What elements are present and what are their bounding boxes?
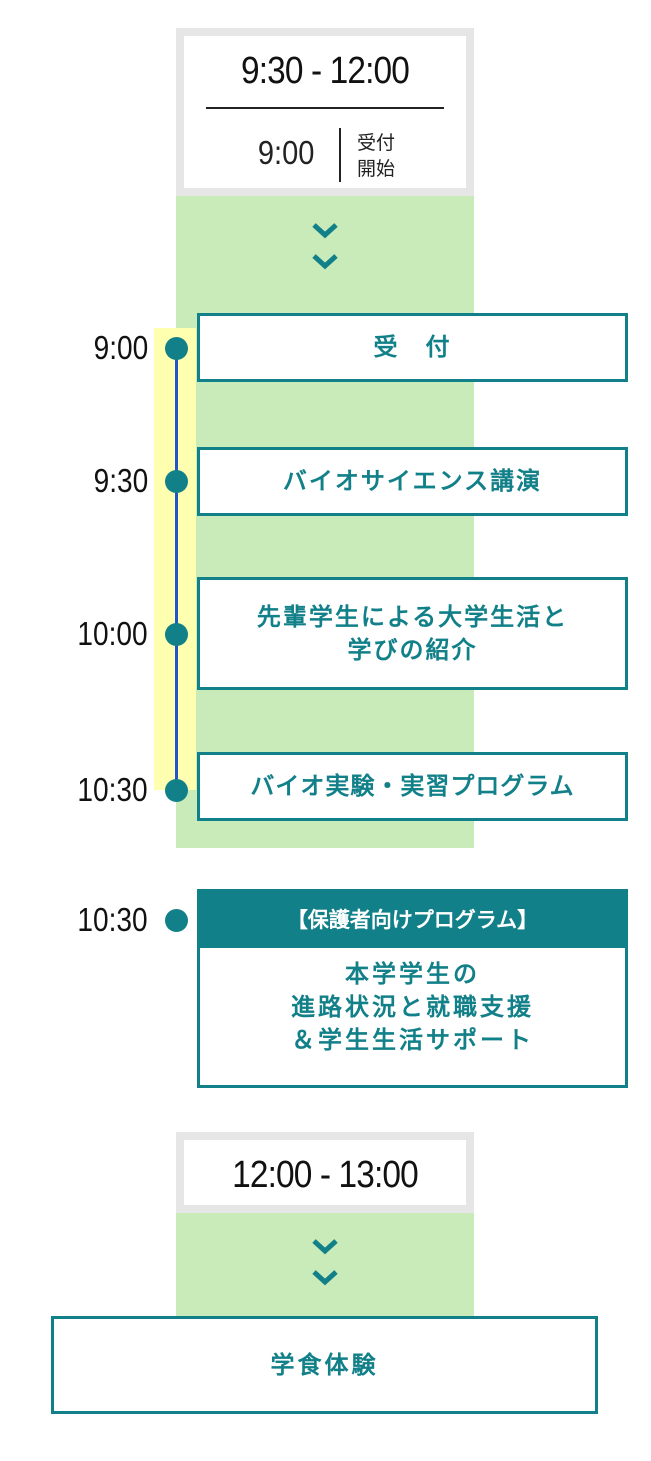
time-label: 10:00 xyxy=(77,615,148,652)
parents-program-body: 本学学生の 進路状況と就職支援 ＆学生生活サポート xyxy=(200,948,625,1057)
chevron-down-icon xyxy=(312,1239,338,1255)
schedule-item-experiment: バイオ実験・実習プログラム xyxy=(197,752,628,821)
schedule-item-title: 学食体験 xyxy=(270,1350,379,1379)
time-label: 9:30 xyxy=(93,462,148,499)
morning-time-range: 9:30 - 12:00 xyxy=(241,50,410,92)
morning-time-card: 9:30 - 12:00 9:00 受付 開始 xyxy=(176,28,474,196)
reception-label-2: 開始 xyxy=(357,158,396,180)
timeline-dot xyxy=(165,623,188,646)
timeline-dot xyxy=(165,779,188,802)
reception-divider xyxy=(339,128,341,182)
parents-program-line: 進路状況と就職支援 xyxy=(291,993,534,1021)
time-label: 9:00 xyxy=(93,329,148,366)
chevron-down-icon xyxy=(312,223,338,239)
lunch-time-card: 12:00 - 13:00 xyxy=(176,1132,474,1213)
schedule-item-title: バイオ実験・実習プログラム xyxy=(250,772,575,800)
timeline-dot xyxy=(165,470,188,493)
schedule-item-cafeteria: 学食体験 xyxy=(51,1316,598,1414)
schedule-item-title: バイオサイエンス講演 xyxy=(282,467,543,495)
reception-label-1: 受付 xyxy=(357,132,396,154)
schedule-item-title-line: 学びの紹介 xyxy=(347,635,478,664)
divider xyxy=(206,107,444,109)
schedule-item-title-line: 先輩学生による大学生活と xyxy=(256,602,569,631)
timeline-dot xyxy=(165,337,188,360)
schedule-item-lecture: バイオサイエンス講演 xyxy=(197,447,628,516)
parents-program-line: ＆学生生活サポート xyxy=(291,1026,534,1054)
schedule-item-title: 受 付 xyxy=(373,333,452,361)
timeline-line xyxy=(175,348,178,790)
parents-program-card: 【保護者向けプログラム】 本学学生の 進路状況と就職支援 ＆学生生活サポート xyxy=(197,889,628,1088)
schedule-item-student-life: 先輩学生による大学生活と学びの紹介 xyxy=(197,577,628,690)
schedule-item-reception: 受 付 xyxy=(197,313,628,382)
lunch-green-band xyxy=(176,1213,474,1316)
parents-program-line: 本学学生の xyxy=(345,960,480,988)
reception-time: 9:00 xyxy=(257,134,315,171)
time-label: 10:30 xyxy=(77,901,148,938)
morning-green-band xyxy=(176,196,474,848)
time-label: 10:30 xyxy=(77,771,148,808)
chevron-down-icon xyxy=(312,254,338,270)
parents-program-header: 【保護者向けプログラム】 xyxy=(200,892,625,948)
lunch-time-range: 12:00 - 13:00 xyxy=(232,1154,419,1196)
chevron-down-icon xyxy=(312,1270,338,1286)
reception-label: 受付 開始 xyxy=(357,130,395,182)
timeline-dot xyxy=(165,909,188,932)
